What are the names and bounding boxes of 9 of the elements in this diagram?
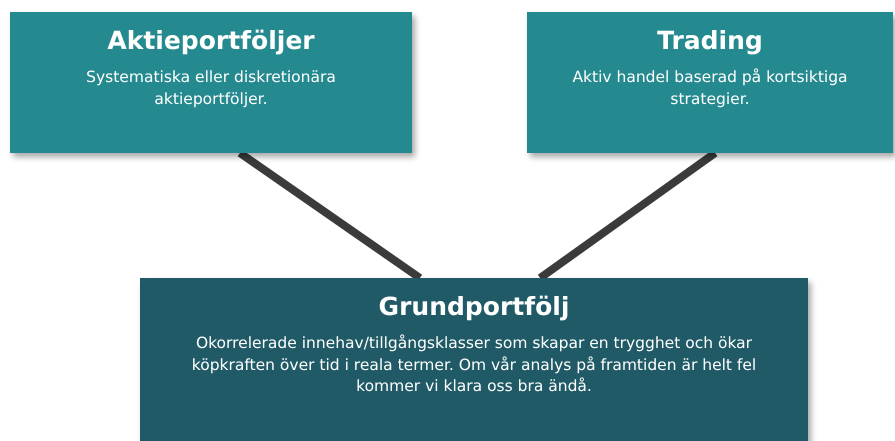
box-description: Okorrelerade innehav/tillgångsklasser som skapar en trygghet och ökar köpkraften över tid i reala termer. Om vår analys på framtiden är helt fel kommer vi klara oss bra ändå. <box>190 333 758 398</box>
box-heading: Trading <box>657 26 763 55</box>
box-description: Aktiv handel baserad på kortsiktiga strategier. <box>571 67 849 110</box>
box-heading: Aktieportföljer <box>107 26 315 55</box>
text-box <box>527 12 893 153</box>
text-box <box>10 12 412 153</box>
box-heading: Grundportfölj <box>378 292 570 321</box>
text-box <box>140 278 808 441</box>
box-description: Systematiska eller diskretionära aktieportföljer. <box>85 67 337 110</box>
